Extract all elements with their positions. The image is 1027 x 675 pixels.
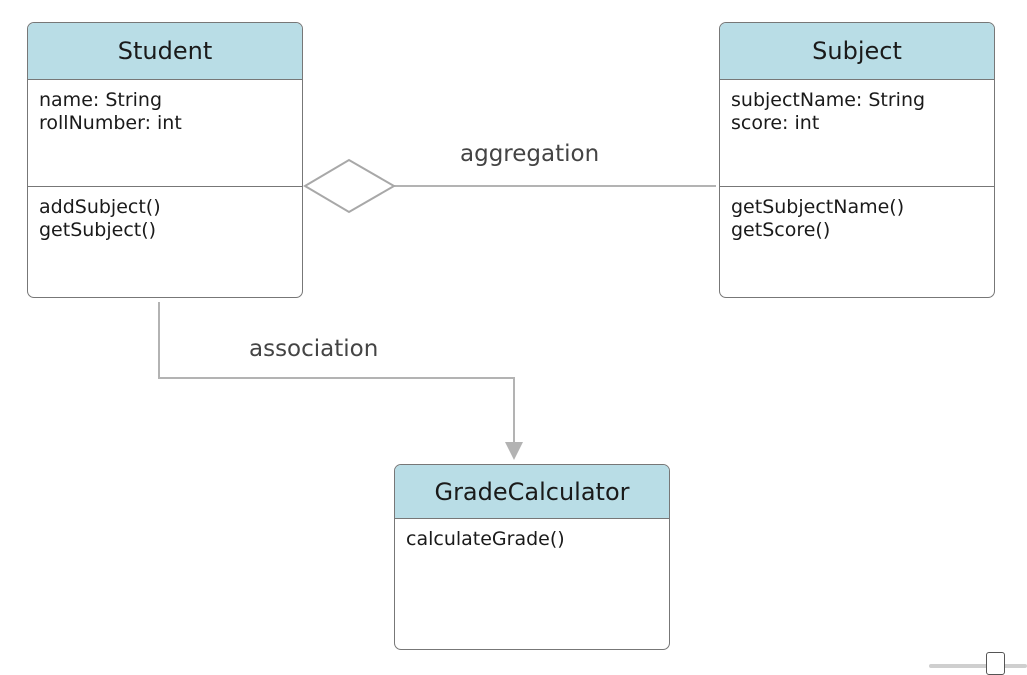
- class-student[interactable]: Student name: String rollNumber: int add…: [27, 22, 303, 298]
- attribute: name: String: [39, 89, 163, 111]
- methods-section: getSubjectName() getScore(): [720, 187, 994, 242]
- association-arrowhead: [505, 442, 523, 460]
- class-name: Student: [28, 23, 302, 80]
- methods-section: calculateGrade(): [395, 519, 669, 551]
- attribute: rollNumber: int: [39, 112, 182, 134]
- method: calculateGrade(): [406, 528, 565, 550]
- method: addSubject(): [39, 196, 161, 218]
- zoom-slider-track[interactable]: [929, 664, 1027, 668]
- class-name: Subject: [720, 23, 994, 80]
- association-label: association: [249, 336, 379, 362]
- method: getScore(): [731, 219, 831, 241]
- method: getSubject(): [39, 219, 157, 241]
- association-line[interactable]: [158, 302, 515, 442]
- method: getSubjectName(): [731, 196, 905, 218]
- attributes-section: name: String rollNumber: int: [28, 80, 302, 187]
- zoom-slider-handle[interactable]: [986, 652, 1005, 675]
- class-subject[interactable]: Subject subjectName: String score: int g…: [719, 22, 995, 298]
- attribute: subjectName: String: [731, 89, 926, 111]
- attribute: score: int: [731, 112, 820, 134]
- aggregation-label: aggregation: [460, 141, 600, 167]
- aggregation-diamond: [303, 158, 396, 214]
- methods-section: addSubject() getSubject(): [28, 187, 302, 242]
- class-grade-calculator[interactable]: GradeCalculator calculateGrade(): [394, 464, 670, 650]
- attributes-section: subjectName: String score: int: [720, 80, 994, 187]
- class-name: GradeCalculator: [395, 465, 669, 519]
